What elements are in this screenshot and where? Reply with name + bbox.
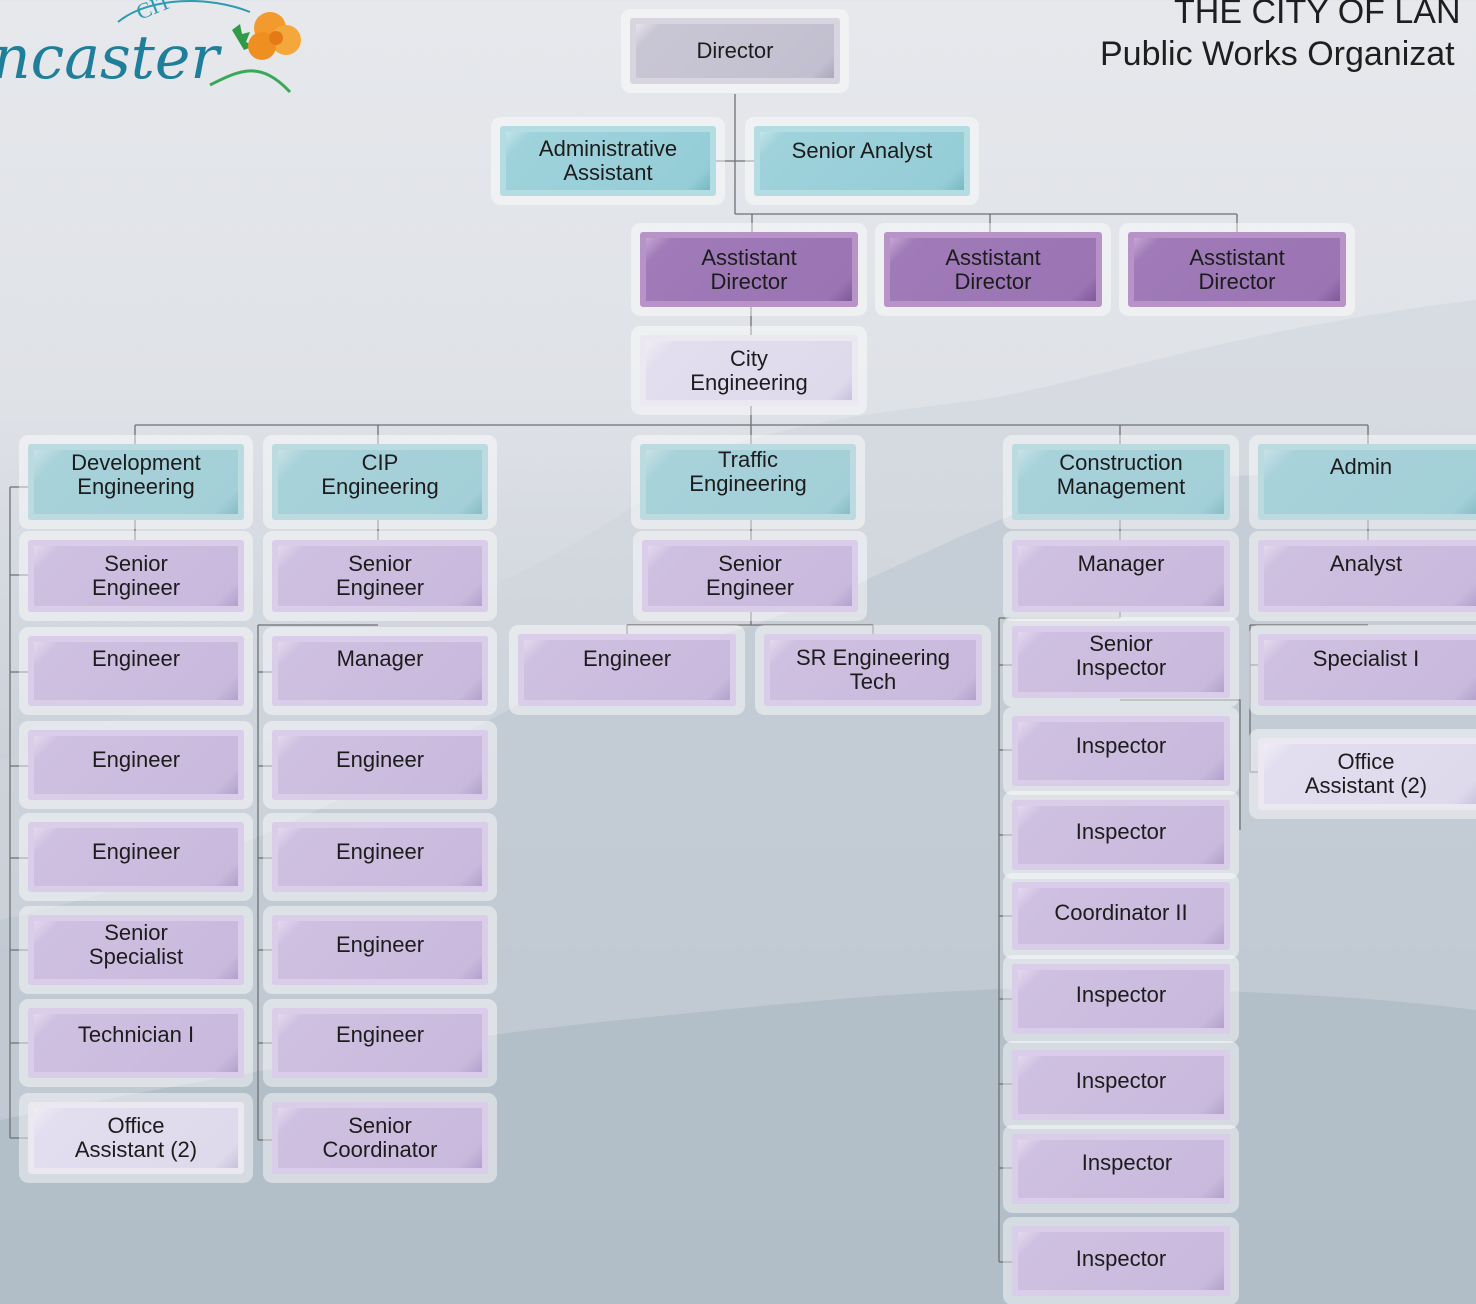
logo-script-text: ncaster [0,23,222,93]
cip-position-3[interactable]: Engineer [272,730,488,800]
dev-position-label: Senior Engineer [91,551,181,600]
cip-position-1[interactable]: Senior Engineer [272,540,488,612]
asst-director-box-2[interactable]: Asstistant Director [884,232,1102,307]
asst-director-label-1: Asstistant Director [701,244,797,294]
dev-position-label: Engineer [91,839,181,864]
admin-position-1[interactable]: Analyst [1258,540,1476,612]
admin-position-2[interactable]: Specialist I [1258,634,1476,706]
construction-position-1[interactable]: Manager [1012,540,1230,612]
cip-position-label: Senior Engineer [335,551,425,600]
dev-position-4[interactable]: Engineer [28,822,244,892]
construction-position-label: Inspector [1075,982,1167,1007]
dev-position-label: Engineer [91,646,181,671]
construction-position-5[interactable]: Coordinator II [1012,882,1230,950]
division-construction[interactable]: Construction Management [1012,444,1230,520]
cip-position-7[interactable]: Senior Coordinator [272,1102,488,1174]
asst-director-label-3: Asstistant Director [1189,244,1285,294]
construction-position-7[interactable]: Inspector [1012,1050,1230,1120]
traffic-position-3[interactable]: SR Engineering Tech [764,634,982,706]
division-admin-label: Admin [1329,454,1393,479]
admin-position-label: Specialist I [1312,646,1420,671]
construction-position-label: Inspector [1075,1068,1167,1093]
construction-position-label: Inspector [1081,1150,1173,1175]
construction-position-label: Senior Inspector [1075,631,1167,680]
division-traffic[interactable]: Traffic Engineering [640,444,856,520]
dev-position-2[interactable]: Engineer [28,636,244,706]
construction-position-label: Inspector [1075,1246,1167,1271]
senior-analyst-box[interactable]: Senior Analyst [754,126,970,196]
traffic-position-1[interactable]: Senior Engineer [642,540,858,612]
construction-position-label: Manager [1077,551,1165,576]
cip-position-label: Engineer [335,839,425,864]
cip-position-6[interactable]: Engineer [272,1008,488,1078]
construction-position-4[interactable]: Inspector [1012,800,1230,870]
cip-position-4[interactable]: Engineer [272,822,488,892]
senior-analyst-label: Senior Analyst [791,138,933,163]
page-title-line1: THE CITY OF LAN [1174,0,1461,31]
division-development[interactable]: Development Engineering [28,444,244,520]
city-engineering-label: City Engineering [690,345,808,395]
cip-position-label: Manager [336,646,424,671]
asst-director-label-2: Asstistant Director [945,244,1041,294]
cip-position-label: Engineer [335,932,425,957]
admin-position-label: Office Assistant (2) [1304,749,1428,798]
construction-position-2[interactable]: Senior Inspector [1012,626,1230,698]
asst-director-box-1[interactable]: Asstistant Director [640,232,858,307]
construction-position-label: Coordinator II [1054,900,1188,925]
traffic-position-label: SR Engineering Tech [795,645,951,694]
admin-assistant-box[interactable]: Administrative Assistant [500,126,716,196]
admin-assistant-label: Administrative Assistant [538,136,678,185]
construction-position-9[interactable]: Inspector [1012,1226,1230,1296]
traffic-position-label: Senior Engineer [705,551,795,600]
division-cip-label: CIP Engineering [321,450,439,499]
traffic-position-label: Engineer [582,646,672,671]
dev-position-5[interactable]: Senior Specialist [28,915,244,985]
division-construction-label: Construction Management [1056,450,1186,499]
cip-position-label: Senior Coordinator [322,1113,438,1162]
division-development-label: Development Engineering [71,450,201,499]
division-cip[interactable]: CIP Engineering [272,444,488,520]
admin-position-3[interactable]: Office Assistant (2) [1258,738,1476,810]
construction-position-6[interactable]: Inspector [1012,964,1230,1034]
cip-position-5[interactable]: Engineer [272,915,488,985]
dev-position-7[interactable]: Office Assistant (2) [28,1102,244,1174]
dev-position-label: Technician I [77,1022,195,1047]
dev-position-label: Office Assistant (2) [74,1113,198,1162]
director-box[interactable]: Director [630,18,840,84]
poppy-icon [248,12,301,60]
cip-position-label: Engineer [335,747,425,772]
dev-position-label: Senior Specialist [88,920,184,969]
cip-position-2[interactable]: Manager [272,636,488,706]
page-title-line2: Public Works Organizat [1100,35,1455,73]
division-admin[interactable]: Admin [1258,444,1476,520]
dev-position-3[interactable]: Engineer [28,730,244,800]
admin-position-label: Analyst [1329,551,1403,576]
asst-director-box-3[interactable]: Asstistant Director [1128,232,1346,307]
dev-position-label: Engineer [91,747,181,772]
construction-position-3[interactable]: Inspector [1012,716,1230,786]
cip-position-label: Engineer [335,1022,425,1047]
division-traffic-label: Traffic Engineering [689,447,807,496]
dev-position-6[interactable]: Technician I [28,1008,244,1078]
dev-position-1[interactable]: Senior Engineer [28,540,244,612]
city-engineering-box[interactable]: City Engineering [640,335,858,406]
construction-position-label: Inspector [1075,733,1167,758]
traffic-position-2[interactable]: Engineer [518,634,736,706]
director-label: Director [696,38,774,63]
city-logo: CIT ncaster [0,0,301,94]
construction-position-label: Inspector [1075,819,1167,844]
construction-position-8[interactable]: Inspector [1012,1134,1230,1204]
